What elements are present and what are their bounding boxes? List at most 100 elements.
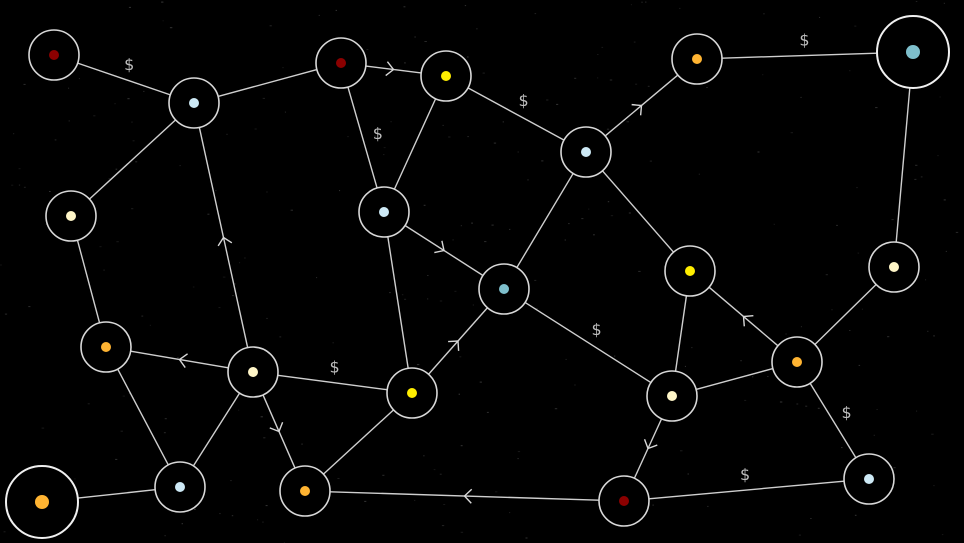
star-speck: [740, 360, 742, 362]
star-speck: [442, 124, 444, 126]
node-marker-cream: [66, 211, 76, 221]
star-speck: [403, 6, 406, 8]
map-node-n16[interactable]: [646, 370, 698, 422]
star-speck: [873, 434, 875, 436]
node-marker-yellow: [407, 388, 417, 398]
map-node-n9[interactable]: [358, 186, 410, 238]
edge-n4-n7: [467, 87, 565, 141]
star-speck: [509, 228, 511, 230]
star-speck: [554, 408, 558, 410]
star-speck: [135, 161, 138, 163]
direction-arrow-icon: [643, 438, 658, 450]
star-speck: [18, 168, 21, 170]
map-node-n7[interactable]: [560, 126, 612, 178]
map-node-n11[interactable]: [664, 245, 716, 297]
star-speck: [744, 399, 747, 401]
star-speck: [933, 485, 935, 487]
star-speck: [120, 430, 123, 432]
star-speck: [266, 317, 268, 319]
star-speck: [423, 204, 426, 206]
map-node-n2[interactable]: [168, 77, 220, 129]
edge-n15-n20: [322, 409, 395, 475]
edge-n8-n13: [76, 239, 101, 324]
star-speck: [546, 99, 549, 101]
map-node-n8[interactable]: [45, 190, 97, 242]
star-speck: [466, 56, 469, 58]
map-node-n10[interactable]: [478, 263, 530, 315]
node-marker-orange: [792, 357, 802, 367]
edge-n9-n15: [387, 236, 409, 369]
star-speck: [23, 186, 26, 188]
star-speck: [115, 168, 118, 170]
star-speck: [684, 365, 686, 367]
map-node-n5[interactable]: [671, 33, 723, 85]
star-speck: [177, 357, 179, 359]
star-speck: [486, 411, 489, 413]
map-node-n19[interactable]: [154, 461, 206, 513]
star-speck: [517, 451, 521, 453]
star-speck: [687, 473, 689, 475]
toll-label: $: [330, 358, 340, 377]
star-speck: [266, 191, 268, 193]
direction-arrow-icon: [434, 240, 445, 254]
star-speck: [404, 298, 407, 300]
node-marker-light-blue: [175, 482, 185, 492]
star-speck: [383, 147, 386, 149]
star-speck: [541, 160, 544, 162]
map-node-n18[interactable]: [5, 465, 79, 539]
star-speck: [609, 79, 613, 81]
star-speck: [472, 304, 474, 306]
map-node-n1[interactable]: [28, 29, 80, 81]
star-speck: [28, 306, 31, 308]
star-speck: [149, 324, 151, 326]
star-speck: [260, 416, 263, 418]
map-node-n15[interactable]: [386, 367, 438, 419]
map-node-n20[interactable]: [279, 465, 331, 517]
map-node-n17[interactable]: [771, 336, 823, 388]
star-speck: [680, 450, 683, 452]
star-speck: [525, 537, 528, 539]
star-speck: [161, 1, 164, 3]
edge-n10-n16: [524, 301, 652, 384]
edge-n5-n6: [721, 52, 878, 59]
map-node-n3[interactable]: [315, 37, 367, 89]
map-node-n12[interactable]: [868, 241, 920, 293]
direction-arrow-icon: [448, 340, 460, 351]
star-speck: [638, 270, 641, 272]
star-speck: [857, 252, 860, 254]
star-speck: [601, 46, 604, 48]
star-speck: [433, 469, 436, 471]
star-speck: [49, 191, 51, 192]
star-speck: [915, 164, 918, 166]
star-speck: [11, 184, 14, 186]
star-speck: [606, 128, 610, 130]
map-node-n21[interactable]: [598, 475, 650, 527]
star-speck: [162, 20, 164, 22]
direction-arrow-icon: [269, 422, 284, 433]
star-speck: [4, 313, 8, 315]
star-speck: [265, 505, 268, 507]
star-speck: [93, 115, 96, 117]
node-marker-teal: [499, 284, 509, 294]
node-marker-orange: [101, 342, 111, 352]
star-speck: [318, 14, 320, 16]
star-speck: [290, 209, 293, 211]
map-node-n14[interactable]: [227, 346, 279, 398]
map-node-n6[interactable]: [876, 15, 950, 89]
star-speck: [263, 437, 266, 439]
star-speck: [491, 224, 494, 226]
star-speck: [691, 347, 693, 349]
star-speck: [414, 36, 416, 38]
edge-n16-n17: [695, 367, 774, 391]
star-speck: [13, 133, 15, 135]
map-node-n22[interactable]: [843, 453, 895, 505]
star-speck: [335, 9, 337, 11]
star-speck: [99, 246, 102, 248]
star-speck: [706, 87, 708, 88]
star-speck: [448, 136, 451, 138]
map-node-n4[interactable]: [420, 50, 472, 102]
map-node-n13[interactable]: [80, 321, 132, 373]
star-speck: [192, 286, 195, 288]
star-speck: [460, 225, 462, 227]
